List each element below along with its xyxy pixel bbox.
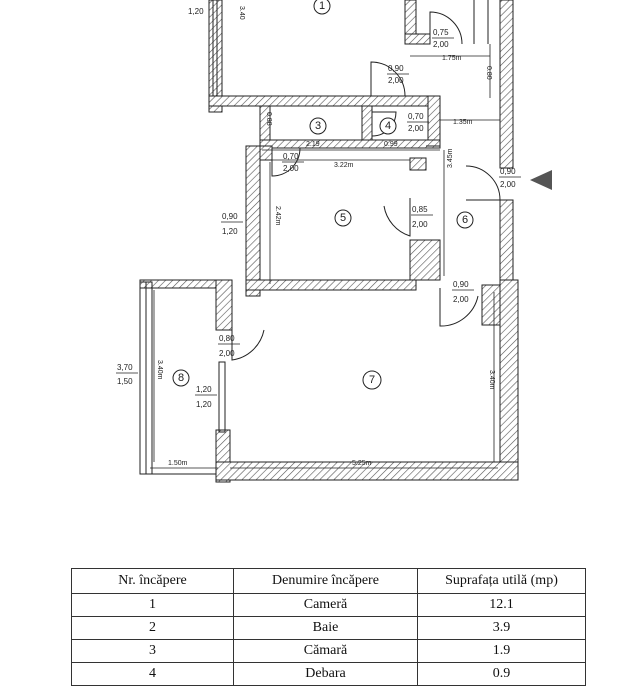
- cell-room-name: Cămară: [233, 639, 418, 663]
- window-balcony-w: 3,70: [117, 363, 133, 372]
- cell-room-area: 3.9: [417, 616, 586, 640]
- window-room5-w: 0,90: [222, 212, 238, 221]
- header-room-number: Nr. încăpere: [71, 568, 234, 594]
- door-entry-w: 0,90: [500, 167, 516, 176]
- window-room7-w: 1,20: [196, 385, 212, 394]
- dim-345: 3.45m: [447, 148, 454, 168]
- cell-room-area: 1.9: [417, 639, 586, 663]
- dim-088: 0.88: [265, 112, 272, 126]
- cell-room-number: 1: [71, 593, 234, 617]
- door-debara-h: 2,00: [408, 124, 424, 133]
- walls: [139, 0, 519, 483]
- cell-room-number: 4: [71, 662, 234, 686]
- window-room5-h: 1,20: [222, 227, 238, 236]
- room-markers: [172, 0, 474, 390]
- door-camara-w: 0,70: [283, 152, 299, 161]
- window-top-left-w: 1,20: [188, 7, 204, 16]
- dim-340-right: 3.40m: [488, 370, 495, 390]
- table-row: 2 Baie 3.9: [71, 616, 586, 640]
- door-entry-h: 2,00: [500, 180, 516, 189]
- door-bath-h: 2,00: [433, 40, 449, 49]
- cell-room-area: 12.1: [417, 593, 586, 617]
- door-room5-h: 2,00: [412, 220, 428, 229]
- entry-arrow-icon: [530, 170, 552, 190]
- dim-340-top: 3.40: [238, 6, 245, 20]
- room-number-5: 5: [340, 212, 346, 224]
- dim-525: 5.25m: [352, 460, 372, 467]
- floor-plan: 1 3 4 5 6 7 8 1,20 0,75 2,00 0,90 2,00 0…: [116, 0, 552, 483]
- room-number-7: 7: [369, 374, 375, 386]
- dimension-labels: 3.40 1.75m 0.80 0.88 1.35m 2.19 0.99 3.2…: [156, 6, 495, 467]
- header-room-name: Denumire încăpere: [233, 568, 418, 594]
- door-hall-top-w: 0,90: [388, 64, 404, 73]
- door-room7-right-h: 2,00: [453, 295, 469, 304]
- table-row: 3 Cămară 1.9: [71, 639, 586, 663]
- table-header-row: Nr. încăpere Denumire încăpere Suprafața…: [71, 568, 586, 594]
- room-number-1: 1: [319, 0, 325, 12]
- door-room5-w: 0,85: [412, 205, 428, 214]
- dim-080: 0.80: [485, 66, 492, 80]
- table-row: 4 Debara 0.9: [71, 662, 586, 686]
- door-room7-right-w: 0,90: [453, 280, 469, 289]
- dim-340-left: 3.40m: [156, 360, 163, 380]
- window-room7-h: 1,20: [196, 400, 212, 409]
- door-swings: [231, 11, 501, 361]
- room-number-4: 4: [385, 120, 391, 132]
- cell-room-name: Debara: [233, 662, 418, 686]
- room-number-3: 3: [315, 120, 321, 132]
- door-hall-top-h: 2,00: [388, 76, 404, 85]
- dimension-lines: [150, 44, 500, 469]
- header-usable-area: Suprafața utilă (mp): [417, 568, 586, 594]
- door-bath-w: 0,75: [433, 28, 449, 37]
- room-number-6: 6: [462, 214, 468, 226]
- dim-099: 0.99: [384, 141, 398, 148]
- cell-room-number: 3: [71, 639, 234, 663]
- outlines: [139, 0, 489, 475]
- door-room7-left-h: 2,00: [219, 349, 235, 358]
- cell-room-number: 2: [71, 616, 234, 640]
- cell-room-name: Cameră: [233, 593, 418, 617]
- door-room7-left-w: 0,80: [219, 334, 235, 343]
- room-number-8: 8: [178, 372, 184, 384]
- dim-175: 1.75m: [442, 55, 462, 62]
- table-row: 1 Cameră 12.1: [71, 593, 586, 617]
- dim-135: 1.35m: [453, 119, 473, 126]
- door-debara-w: 0,70: [408, 112, 424, 121]
- window-balcony-h: 1,50: [117, 377, 133, 386]
- door-camara-h: 2,00: [283, 164, 299, 173]
- cell-room-area: 0.9: [417, 662, 586, 686]
- dim-219: 2.19: [306, 141, 320, 148]
- room-area-table: Nr. încăpere Denumire încăpere Suprafața…: [71, 568, 586, 686]
- cell-room-name: Baie: [233, 616, 418, 640]
- dim-150: 1.50m: [168, 460, 188, 467]
- dim-322: 3.22m: [334, 162, 354, 169]
- opening-labels: 1,20 0,75 2,00 0,90 2,00 0,70 2,00 0,70 …: [116, 7, 521, 409]
- dim-242: 2.42m: [274, 206, 281, 226]
